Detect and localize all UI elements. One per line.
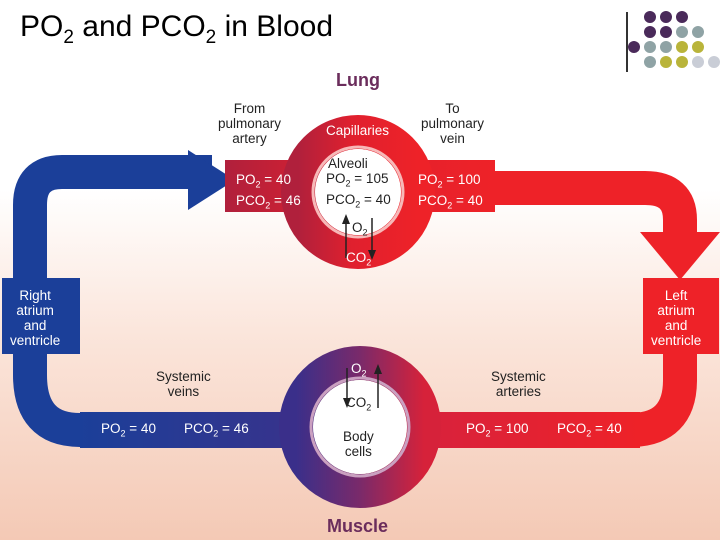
muscle-label: Muscle (327, 516, 389, 536)
lung-capillary-ring (281, 115, 435, 269)
lung-inflow-values: PO2 = 40 PCO2 = 46 (236, 172, 301, 211)
title-divider (626, 12, 628, 72)
vein-pco2-value: PCO2 = 46 (184, 421, 249, 439)
right-heart-box (2, 278, 80, 354)
left-heart-box (643, 278, 719, 354)
muscle-capillary-ring (279, 346, 441, 508)
capillaries-label: Capillaries (326, 123, 390, 138)
lung-co2-label: CO2 (346, 250, 372, 268)
artery-pco2-value: PCO2 = 40 (557, 421, 622, 439)
muscle-co2-label: CO2 (346, 395, 372, 413)
arrow-into-lung (188, 150, 235, 210)
red-arterial-path (405, 171, 697, 240)
lung-o2-label: O2 (352, 220, 368, 238)
artery-po2-value: PO2 = 100 (466, 421, 529, 439)
decorative-dots (628, 11, 720, 68)
lung-outflow-values: PO2 = 100 PCO2 = 40 (418, 172, 483, 211)
blue-venous-path (12, 155, 310, 447)
lung-label: Lung (336, 70, 380, 90)
page-title: PO2 and PCO2 in Blood (20, 10, 333, 48)
muscle-o2-label: O2 (351, 361, 367, 379)
arrow-to-left-heart (640, 232, 720, 280)
alveoli-values: Alveoli PO2 = 105 PCO2 = 40 (326, 156, 391, 210)
vein-po2-value: PO2 = 40 (101, 421, 156, 439)
